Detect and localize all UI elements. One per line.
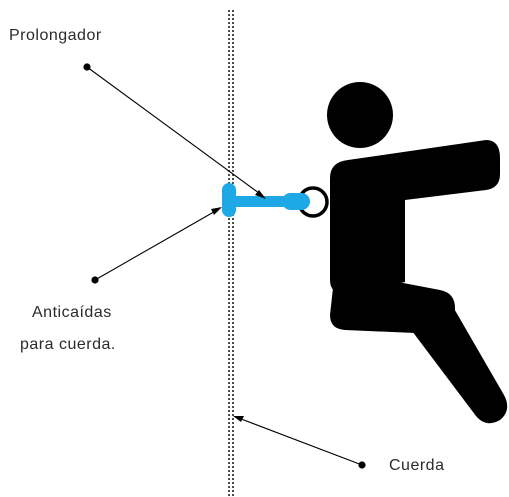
cuerda-leader <box>235 416 363 466</box>
leader-lines <box>83 63 366 469</box>
anticaidas-leader <box>94 208 220 281</box>
label-para-cuerda: para cuerda. <box>20 336 116 353</box>
anticaidas-arrowhead <box>211 207 222 215</box>
label-prolongador: Prolongador <box>9 27 102 44</box>
rope-grab <box>222 183 236 217</box>
fall-arrest-device <box>222 183 310 217</box>
prolongador-arrowhead <box>255 190 266 199</box>
worker-figure <box>327 82 508 424</box>
rope <box>228 10 234 497</box>
cuerda-arrowhead <box>233 416 244 422</box>
worker-torso <box>330 140 500 295</box>
label-cuerda: Cuerda <box>389 457 445 474</box>
connector <box>282 193 310 210</box>
prolongador-leader <box>86 66 264 197</box>
worker-head <box>327 82 393 148</box>
label-anticaidas: Anticaídas <box>32 304 112 321</box>
worker-leg <box>400 291 508 424</box>
